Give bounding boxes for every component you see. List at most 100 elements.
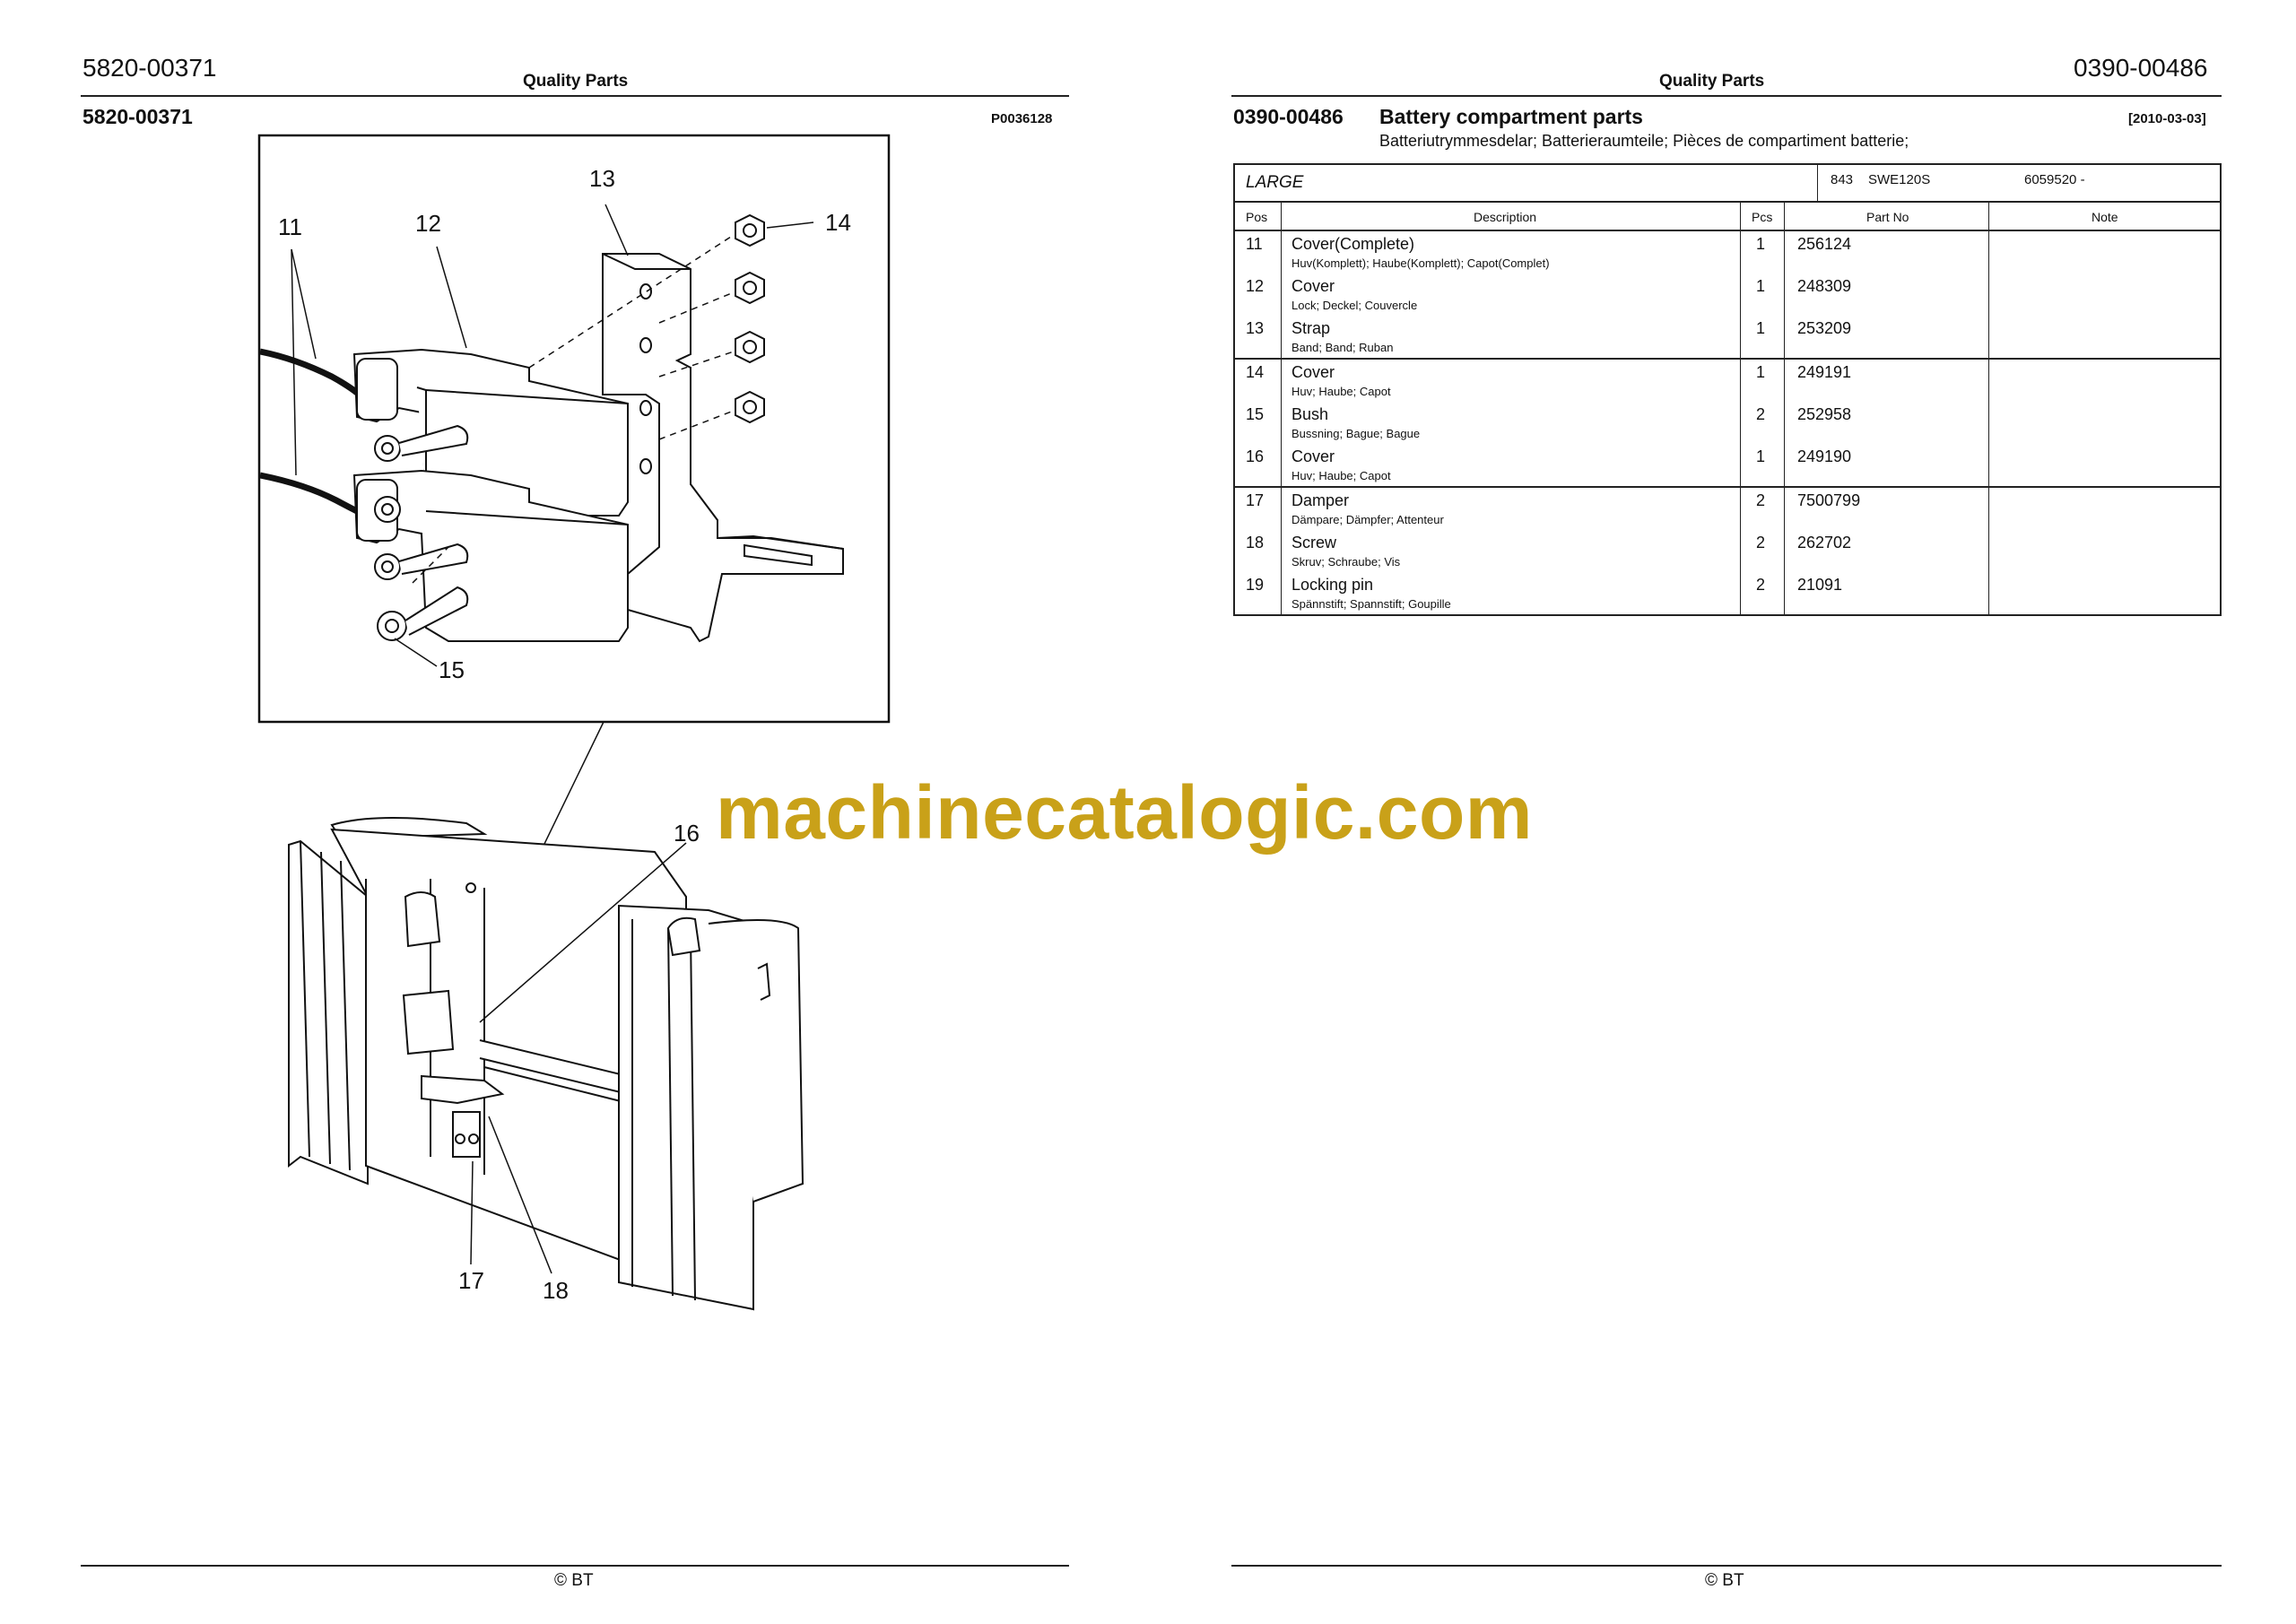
row-pcs: 2 [1756,491,1766,509]
table-header-row: Pos Description Pcs Part No Note [1235,203,2220,231]
row-pcs: 2 [1756,405,1766,423]
callout-14: 14 [825,209,851,236]
table-row: 12 Cover Lock; Deckel; Couvercle 1 24830… [1235,274,2220,316]
row-translations: Band; Band; Ruban [1292,341,1394,354]
row-translations: Huv; Haube; Capot [1292,385,1391,398]
upper-cover [352,348,629,517]
row-description: Damper [1292,491,1350,509]
row-description: Cover(Complete) [1292,235,1415,253]
row-pos: 15 [1246,405,1265,423]
row-pcs: 1 [1756,277,1766,295]
parts-group: 11 Cover(Complete) Huv(Komplett); Haube(… [1235,231,2220,360]
row-translations: Bussning; Bague; Bague [1292,427,1421,440]
column-description: Description [1474,210,1537,224]
row-part-no: 253209 [1797,319,1852,337]
variant-label: LARGE [1246,173,1304,192]
callout-11: 11 [278,213,302,240]
row-pos: 11 [1246,235,1263,253]
left-header-title: Quality Parts [523,72,629,91]
bracket [602,253,844,643]
row-part-no: 7500799 [1797,491,1861,509]
parts-group: 17 Damper Dämpare; Dämpfer; Attenteur 2 … [1235,488,2220,614]
callout-15: 15 [439,656,465,683]
row-description: Cover [1292,447,1335,465]
column-part-no: Part No [1866,210,1909,224]
left-footer-rule [81,1565,1069,1567]
table-variant-row: LARGE 843 SWE120S 6059520 - [1235,165,2220,203]
callout-12: 12 [415,210,441,237]
row-description: Cover [1292,277,1335,295]
row-translations: Huv(Komplett); Haube(Komplett); Capot(Co… [1292,256,1550,270]
row-translations: Skruv; Schraube; Vis [1292,555,1401,569]
figure-number: P0036128 [991,111,1053,126]
row-pos: 18 [1246,534,1265,551]
row-part-no: 252958 [1797,405,1852,423]
row-description: Locking pin [1292,576,1374,594]
table-row: 13 Strap Band; Band; Ruban 1 253209 [1235,316,2220,358]
row-description: Screw [1292,534,1337,551]
row-pcs: 2 [1756,534,1766,551]
row-part-no: 249191 [1797,363,1852,381]
row-pos: 17 [1246,491,1265,509]
left-page-code: 5820-00371 [83,54,217,82]
parts-group: 14 Cover Huv; Haube; Capot 1 249191 15 B… [1235,360,2220,488]
row-description: Bush [1292,405,1329,423]
row-description: Strap [1292,319,1331,337]
row-pos: 13 [1246,319,1265,337]
right-header-rule [1231,95,2222,97]
column-pcs: Pcs [1752,210,1773,224]
callout-17: 17 [458,1267,484,1294]
serial-range: 6059520 - [2024,172,2085,187]
row-translations: Spännstift; Spannstift; Goupille [1292,597,1451,611]
section-date: [2010-03-03] [2128,111,2206,126]
row-pcs: 1 [1756,235,1766,253]
right-footer: © BT [1705,1571,1744,1590]
nuts [735,213,765,424]
cable-upper [259,348,360,395]
row-pos: 19 [1246,576,1265,594]
callout-16: 16 [674,820,700,847]
model-code: 843 [1831,172,1854,187]
section-subtitle: Batteriutrymmesdelar; Batterieraumteile;… [1379,132,1909,150]
row-pcs: 1 [1756,363,1766,381]
right-header-title: Quality Parts [1659,72,1765,91]
column-pos: Pos [1246,210,1268,224]
column-note: Note [2092,210,2118,224]
table-row: 11 Cover(Complete) Huv(Komplett); Haube(… [1235,231,2220,274]
row-part-no: 249190 [1797,447,1852,465]
table-row: 14 Cover Huv; Haube; Capot 1 249191 [1235,360,2220,402]
left-footer: © BT [554,1571,594,1590]
row-part-no: 256124 [1797,235,1852,253]
row-pos: 16 [1246,447,1265,465]
table-row: 15 Bush Bussning; Bague; Bague 2 252958 [1235,402,2220,444]
right-section-code: 0390-00486 [1233,105,1344,128]
right-page-code: 0390-00486 [2074,54,2208,82]
callout-18: 18 [543,1277,569,1304]
table-row: 17 Damper Dämpare; Dämpfer; Attenteur 2 … [1235,488,2220,530]
battery-compartment [288,816,804,1311]
right-footer-rule [1231,1565,2222,1567]
cable-lower [259,472,359,515]
row-part-no: 248309 [1797,277,1852,295]
row-pos: 14 [1246,363,1265,381]
callout-labels: 11 12 13 14 15 16 17 18 [278,165,851,1304]
row-part-no: 262702 [1797,534,1852,551]
row-description: Cover [1292,363,1335,381]
row-translations: Huv; Haube; Capot [1292,469,1391,482]
row-pcs: 1 [1756,447,1766,465]
left-header-rule [81,95,1069,97]
callout-13: 13 [589,165,615,192]
section-title: Battery compartment parts [1379,105,1643,128]
bushes [374,424,469,641]
watermark: machinecatalogic.com [716,770,1533,855]
parts-table: LARGE 843 SWE120S 6059520 - Pos Descript… [1233,163,2222,616]
row-translations: Dämpare; Dämpfer; Attenteur [1292,513,1444,526]
left-section-code: 5820-00371 [83,105,193,128]
model-name: SWE120S [1868,172,1931,187]
table-row: 16 Cover Huv; Haube; Capot 1 249190 [1235,444,2220,486]
table-row: 19 Locking pin Spännstift; Spannstift; G… [1235,572,2220,614]
row-pos: 12 [1246,277,1265,295]
row-translations: Lock; Deckel; Couvercle [1292,299,1418,312]
row-part-no: 21091 [1797,576,1843,594]
row-pcs: 2 [1756,576,1766,594]
